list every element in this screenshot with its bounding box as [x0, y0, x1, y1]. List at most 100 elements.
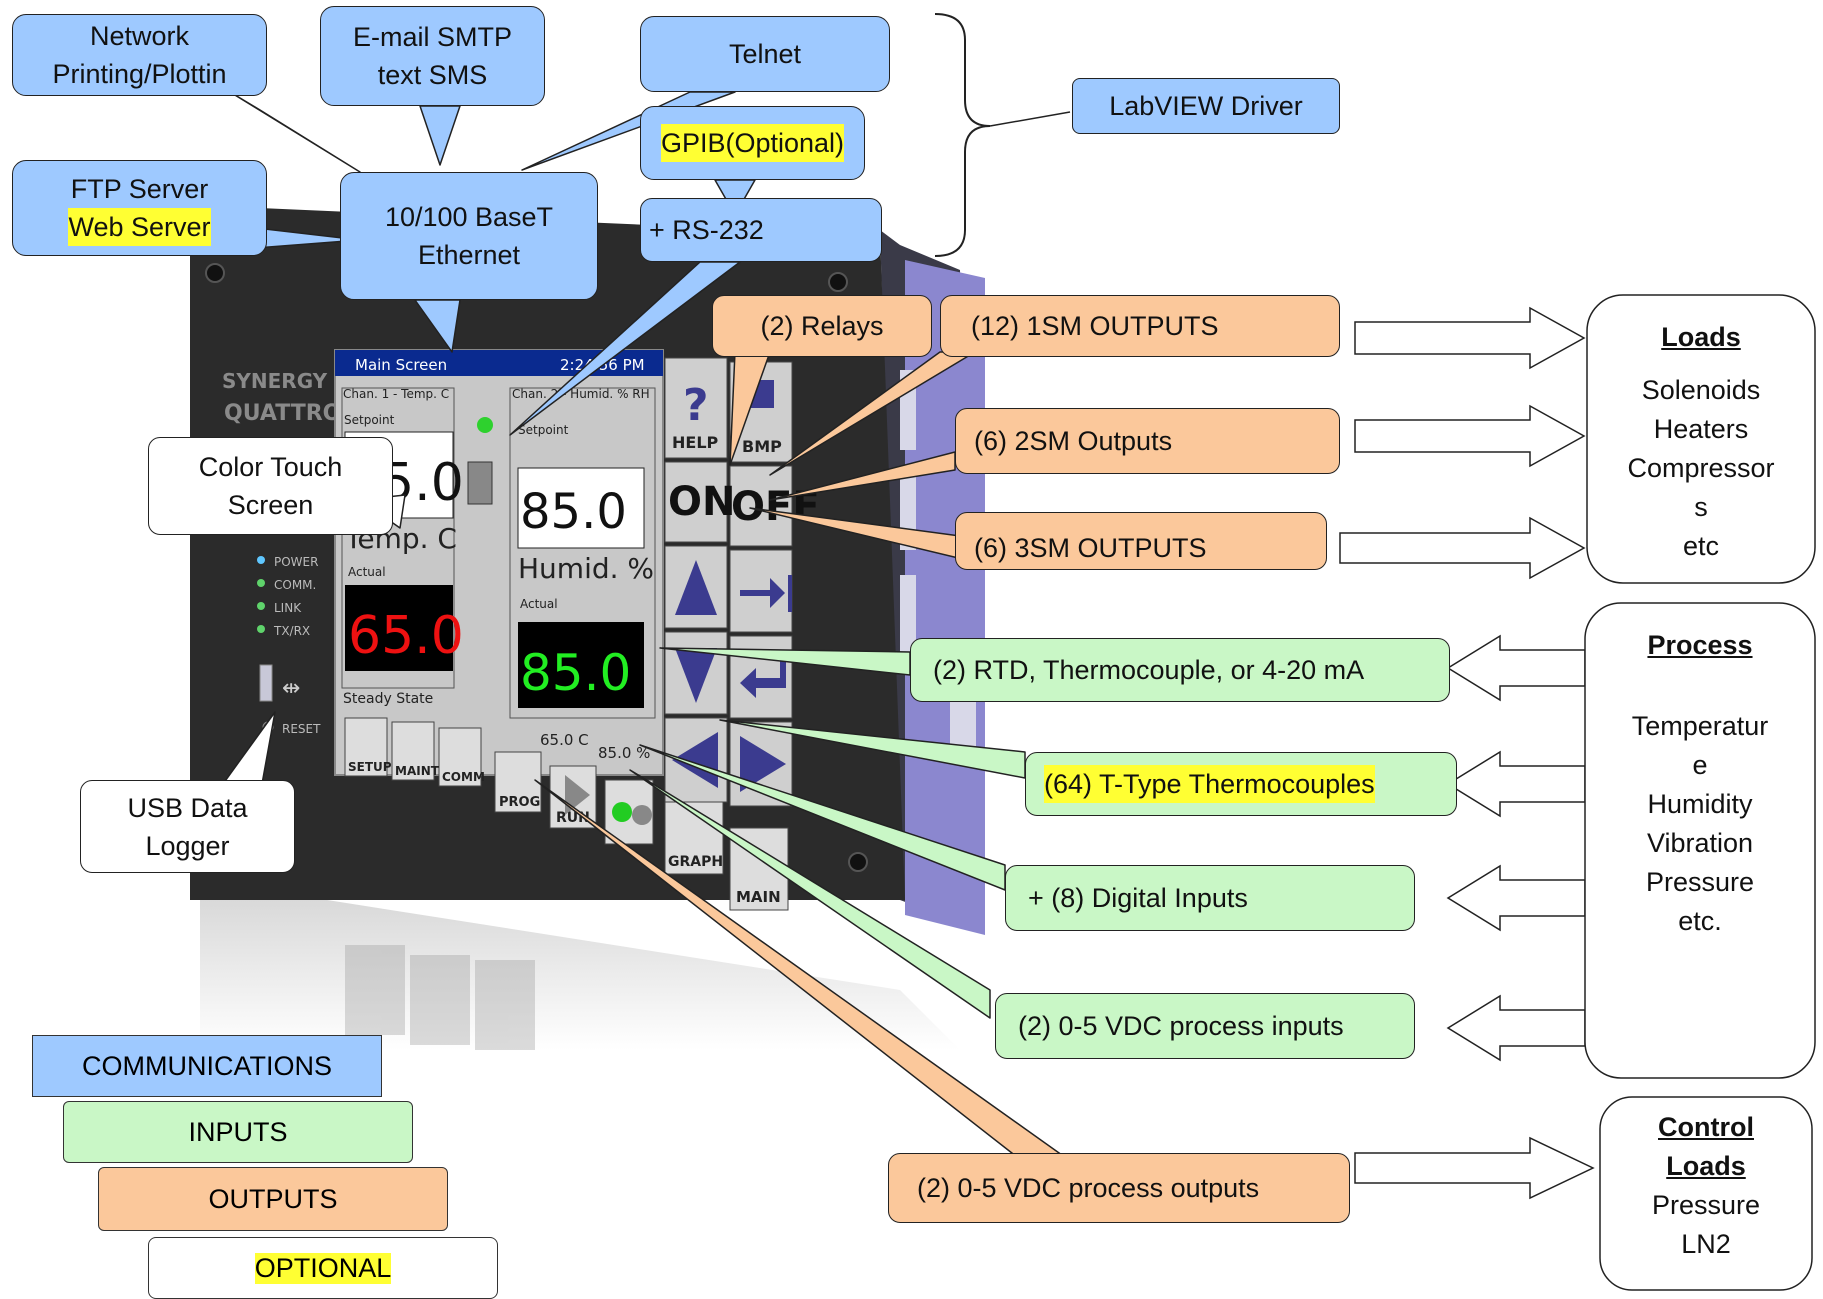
arrow-down-icon[interactable]	[675, 648, 717, 703]
chan2-unit-label: Humid. %	[518, 552, 654, 585]
btn-prog[interactable]: PROG	[499, 795, 540, 810]
callout-3sm-outputs: (6) 3SM OUTPUTS	[955, 512, 1327, 570]
actual-value-1: 65.0	[348, 606, 464, 666]
labview-text: LabVIEW Driver	[1109, 91, 1303, 121]
process-title: Process	[1647, 630, 1753, 660]
usb-line-2: Logger	[145, 830, 230, 861]
process-item: etc.	[1678, 906, 1722, 936]
callout-1sm-outputs: (12) 1SM OUTPUTS	[940, 295, 1340, 357]
control-loads-item: LN2	[1681, 1229, 1731, 1259]
relays-text: (2) Relays	[760, 311, 884, 341]
tab-arrow-icon[interactable]	[740, 575, 792, 612]
process-label: Process Temperatur e Humidity Vibration …	[1588, 626, 1812, 1066]
screen-bottom-buttons: SETUP MAINT COMM PROG RUN GRAPH MAIN	[344, 717, 789, 911]
network-printing-text: Network Printing/Plottin	[52, 21, 227, 89]
control-loads-box	[1599, 1096, 1813, 1291]
led-label-comm: COMM.	[274, 578, 316, 592]
loads-item: Heaters	[1653, 414, 1749, 444]
process-item: e	[1692, 750, 1708, 780]
chan1-title: Chan. 1 - Temp. C	[343, 387, 449, 401]
key-help[interactable]: HELP	[672, 433, 719, 452]
key-on[interactable]: ON	[668, 479, 735, 525]
btn-maint[interactable]: MAINT	[395, 764, 440, 778]
callout-thermocouples: (64) T-Type Thermocouples	[1025, 752, 1457, 816]
loads-label: Loads Solenoids Heaters Compressor s etc	[1590, 318, 1812, 566]
legend-outputs: OUTPUTS	[98, 1167, 448, 1231]
brand-name: SYNERGY	[222, 369, 328, 393]
callout-network-printing: Network Printing/Plottin	[12, 14, 267, 96]
process-item: Humidity	[1647, 789, 1753, 819]
status-leds: POWER COMM. LINK TX/RX	[257, 555, 318, 638]
led-label-txrx: TX/RX	[273, 624, 310, 638]
callout-telnet: Telnet	[640, 16, 890, 92]
arrow-right-icon[interactable]	[740, 736, 786, 792]
3sm-outputs-text: (6) 3SM OUTPUTS	[974, 533, 1207, 563]
enter-arrow-icon[interactable]	[740, 655, 786, 698]
loads-item: Solenoids	[1641, 375, 1761, 405]
labview-brace-link	[989, 111, 1071, 127]
legend-communications-text: COMMUNICATIONS	[82, 1050, 332, 1081]
key-bmp[interactable]: BMP	[742, 437, 782, 456]
telnet-text: Telnet	[728, 39, 802, 69]
ethernet-line-1: 10/100 BaseT	[384, 202, 554, 232]
control-loads-item: Pressure	[1651, 1190, 1761, 1220]
screen-footer-temp: 65.0 C	[540, 731, 589, 749]
screen-footer-humid: 85.0 %	[598, 744, 650, 762]
btn-comm[interactable]: COMM	[442, 770, 485, 784]
usb-line-1: USB Data	[127, 792, 248, 823]
callout-relays: (2) Relays	[712, 295, 932, 357]
legend-outputs-text: OUTPUTS	[208, 1183, 338, 1214]
control-loads-title-2: Loads	[1666, 1151, 1746, 1181]
actual-box-1	[345, 585, 453, 671]
btn-setup[interactable]: SETUP	[348, 760, 392, 774]
chan2-panel	[509, 387, 656, 719]
reset-label: RESET	[282, 722, 321, 736]
usb-port[interactable]	[259, 664, 273, 702]
rtd-text: (2) RTD, Thermocouple, or 4-20 mA	[933, 655, 1365, 685]
rs232-text: + RS-232	[649, 215, 764, 245]
legend-inputs: INPUTS	[63, 1101, 413, 1163]
chan1-panel	[341, 387, 455, 689]
callout-digital: + (8) Digital Inputs	[1005, 865, 1415, 931]
web-text: Web Server	[68, 208, 211, 246]
events-icon	[612, 802, 632, 822]
screen-status: Steady State	[343, 691, 433, 707]
arrow-left-icon[interactable]	[672, 732, 718, 788]
ftp-text: FTP Server	[70, 174, 209, 204]
on-off-toggle[interactable]	[467, 461, 493, 505]
screw-icon	[828, 272, 848, 292]
actual-label-1: Actual	[348, 565, 386, 579]
btn-graph[interactable]: GRAPH	[668, 854, 723, 870]
chan2-title: Chan. 2 - Humid. % RH	[512, 387, 650, 401]
callout-gpib: GPIB(Optional)	[640, 106, 865, 180]
device-reflection	[200, 880, 960, 1050]
callout-rtd: (2) RTD, Thermocouple, or 4-20 mA	[910, 638, 1450, 702]
actual-label-2: Actual	[520, 597, 558, 611]
email-line-1: E-mail SMTP	[352, 22, 512, 52]
reflection-buttons	[345, 945, 535, 1050]
btn-main[interactable]: MAIN	[736, 888, 781, 906]
touch-line-2: Screen	[227, 490, 314, 520]
arrow-up-icon[interactable]	[675, 560, 717, 615]
actual-box-2	[518, 622, 644, 708]
actual-value-2: 85.0	[520, 644, 631, 702]
output-arrows	[1339, 306, 1595, 1200]
process-item: Temperatur	[1631, 711, 1769, 741]
loads-item: s	[1694, 492, 1708, 522]
loads-item: etc	[1682, 531, 1720, 561]
status-led-icon	[477, 417, 493, 433]
brand-model: QUATTRO	[224, 401, 341, 426]
vdc-outputs-text: (2) 0-5 VDC process outputs	[917, 1173, 1260, 1203]
callout-labview: LabVIEW Driver	[1072, 78, 1340, 134]
ethernet-line-2: Ethernet	[417, 240, 521, 270]
loads-box	[1586, 294, 1816, 584]
legend-optional: OPTIONAL	[148, 1237, 498, 1299]
control-loads-title-1: Control	[1658, 1112, 1754, 1142]
usb-icon: ⇹	[282, 676, 300, 701]
gpib-text: GPIB(Optional)	[660, 124, 845, 162]
digital-text: + (8) Digital Inputs	[1028, 883, 1248, 913]
setpoint-box-2[interactable]	[517, 467, 645, 549]
